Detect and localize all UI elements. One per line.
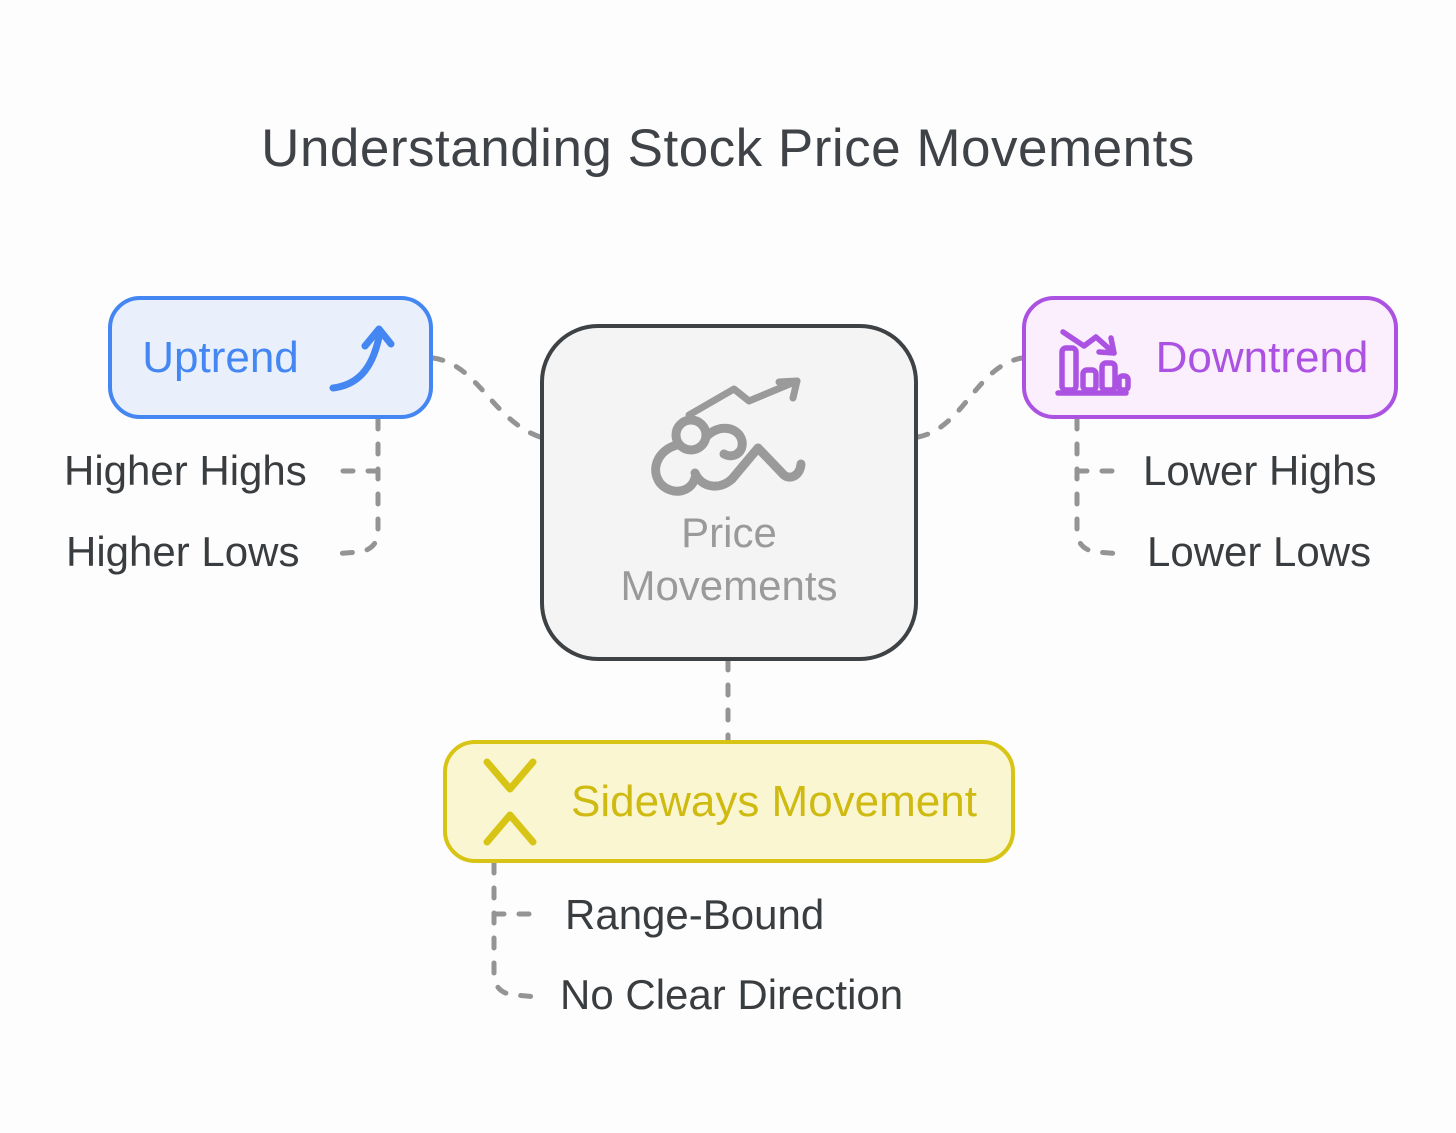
uptrend-node: Uptrend	[108, 296, 433, 419]
connector-uptrend-center	[430, 355, 543, 440]
connector-downtrend-lower-lows	[1074, 416, 1125, 557]
curved-up-arrow-icon	[329, 325, 395, 391]
higher-lows-label: Higher Lows	[66, 528, 300, 575]
lower-lows-label: Lower Lows	[1147, 528, 1372, 575]
converging-chevrons-icon	[483, 758, 537, 845]
sideways-movement-node: Sideways Movement	[443, 740, 1015, 863]
higher-highs-label: Higher Highs	[64, 447, 307, 494]
price-movements-label: Price Movements	[620, 509, 838, 609]
lower-highs-label: Lower Highs	[1143, 447, 1377, 494]
connector-center-downtrend	[915, 355, 1025, 440]
no-clear-direction-label: No Clear Direction	[560, 971, 904, 1018]
connector-sideways-no-clear-direction	[491, 860, 541, 1000]
connector-uptrend-higher-lows	[330, 416, 381, 557]
downtrend-node: Downtrend	[1022, 296, 1398, 419]
downtrend-label: Downtrend	[1155, 332, 1369, 382]
declining-bar-chart-icon	[1054, 328, 1131, 396]
page-title: Understanding Stock Price Movements	[261, 119, 1195, 178]
price-movements-node: Price Movements	[540, 324, 918, 661]
uptrend-label: Uptrend	[142, 332, 299, 382]
range-bound-label: Range-Bound	[565, 891, 825, 938]
sideways-movement-label: Sideways Movement	[571, 776, 977, 826]
person-crunch-rising-arrow-icon	[651, 377, 806, 496]
